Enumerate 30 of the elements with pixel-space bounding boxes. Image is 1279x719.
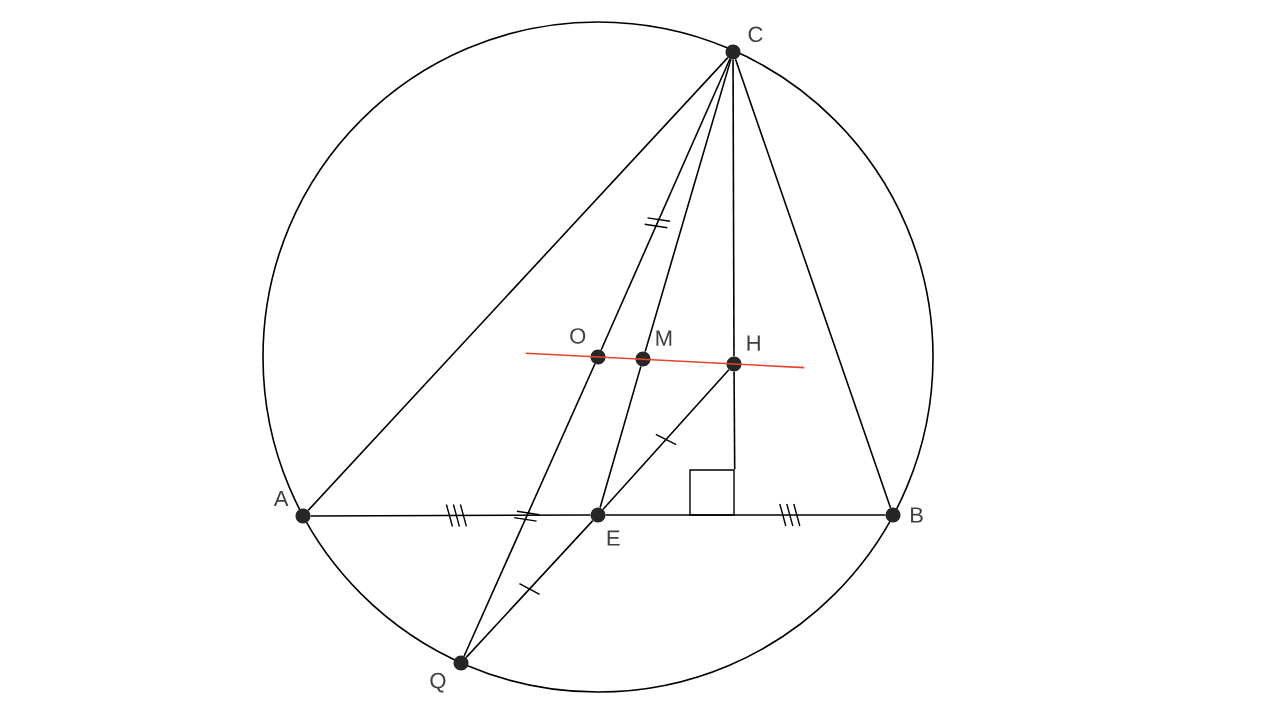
segment xyxy=(734,58,892,509)
point: Q xyxy=(430,655,469,693)
segment xyxy=(732,58,735,358)
segment xyxy=(600,58,731,351)
point: E xyxy=(590,507,620,546)
point: M xyxy=(635,330,672,367)
point: H xyxy=(726,335,760,372)
point: O xyxy=(570,328,606,365)
node-label: E xyxy=(607,530,620,546)
node-label: C xyxy=(748,26,763,43)
segment xyxy=(604,514,887,516)
point: B xyxy=(885,507,923,523)
segment xyxy=(599,365,642,509)
segment xyxy=(465,519,594,659)
node-label: A xyxy=(273,490,289,507)
segment xyxy=(602,368,730,511)
segment xyxy=(463,363,596,657)
point: A xyxy=(273,491,311,524)
segment xyxy=(644,58,732,353)
segment xyxy=(309,514,592,517)
segment xyxy=(307,56,729,512)
node-label: M xyxy=(656,330,672,346)
node-label: H xyxy=(747,335,760,351)
node-label: O xyxy=(570,328,586,344)
node-label: B xyxy=(911,507,923,523)
segment xyxy=(733,370,736,471)
right-angle-mark xyxy=(689,469,735,516)
node-label: Q xyxy=(430,672,446,693)
line xyxy=(525,352,805,369)
point: C xyxy=(725,26,763,60)
